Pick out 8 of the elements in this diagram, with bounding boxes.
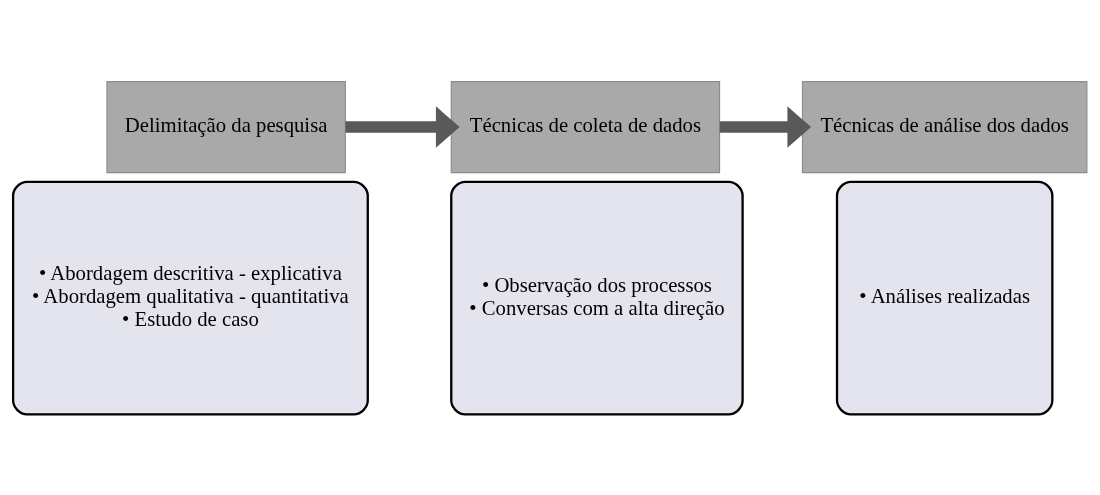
node-box: Técnicas de análise dos dados — [801, 80, 1088, 173]
node-box: • Observação dos processos • Conversas com a alta direção — [450, 180, 744, 416]
arrow — [719, 105, 812, 148]
node-box: Delimitação da pesquisa — [106, 80, 346, 173]
node-box: • Abordagem descritiva - explicativa • Abordagem qualitativa - quantitativa • Estudo de caso — [11, 180, 369, 416]
node-box: Técnicas de coleta de dados — [450, 80, 721, 173]
arrow — [345, 105, 460, 148]
node-box: • Análises realizadas — [835, 180, 1054, 416]
